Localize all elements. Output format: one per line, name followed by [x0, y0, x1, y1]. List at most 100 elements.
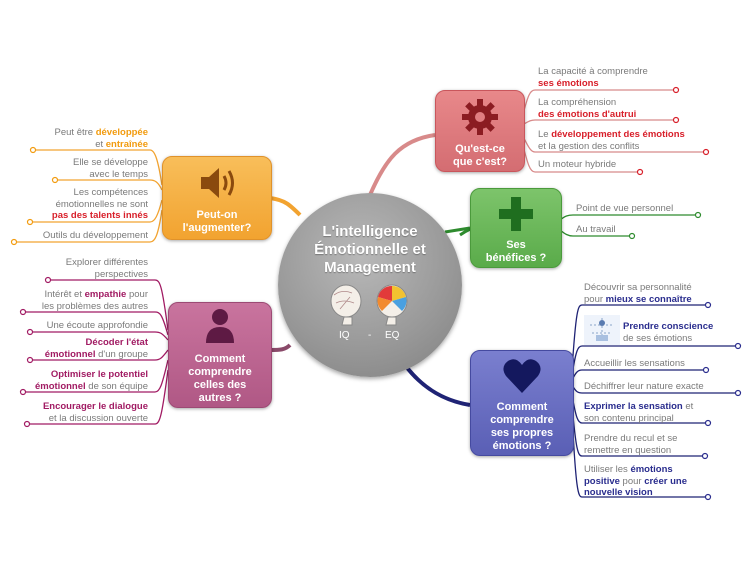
- leaf-peut-etre-developpee[interactable]: Peut être développée et entraînée: [55, 127, 148, 150]
- leaf-accueillir-sensations[interactable]: Accueillir les sensations: [584, 358, 685, 370]
- leaf-text-highlight: émotionnel: [44, 348, 96, 360]
- leaf-text-highlight: développée: [95, 127, 148, 138]
- leaf-outils-du-developpement[interactable]: Outils du développement: [43, 230, 148, 242]
- node-quest-label: Qu'est-ce que c'est?: [436, 143, 524, 169]
- leaf-text-highlight: ses émotions: [538, 77, 599, 89]
- leaf-text: pour: [619, 475, 645, 487]
- leaf-text: Au travail: [576, 224, 616, 235]
- leaf-text: son contenu principal: [584, 412, 674, 424]
- leaf-text-highlight: des émotions d'autrui: [538, 108, 637, 120]
- leaf-text-highlight: Exprimer la sensation: [584, 401, 683, 412]
- node-augm-label-line-2: l'augmenter?: [182, 222, 252, 234]
- node-quest-ce-que-cest[interactable]: Qu'est-ce que c'est?: [435, 90, 525, 172]
- node-quest-label-line-1: Qu'est-ce: [455, 143, 505, 155]
- node-benef-label-line-1: Ses: [506, 239, 526, 251]
- leaf-ecoute-approfondie[interactable]: Une écoute approfondie: [47, 320, 148, 332]
- node-quest-label-line-2: que c'est?: [453, 156, 507, 168]
- leaf-text: Prendre du recul et se: [584, 433, 678, 444]
- leaf-text: Peut être: [54, 127, 96, 138]
- node-autres-label-line-3: celles des: [193, 379, 247, 391]
- leaf-elle-se-developpe[interactable]: Elle se développe avec le temps: [73, 157, 148, 180]
- node-propres-label-line-2: comprendre: [490, 414, 554, 426]
- leaf-au-travail[interactable]: Au travail: [576, 224, 616, 236]
- leaf-text: de son équipe: [85, 380, 148, 392]
- leaf-text: Les compétences: [73, 187, 148, 198]
- leaf-text-highlight: créer une: [644, 475, 687, 487]
- node-autres-label-line-4: autres ?: [198, 392, 242, 404]
- node-ses-benefices[interactable]: Ses bénéfices ?: [470, 188, 562, 268]
- person-icon: [206, 309, 234, 343]
- leaf-text-highlight: Décoder l'état: [85, 337, 148, 348]
- leaf-moteur-hybride[interactable]: Un moteur hybride: [538, 159, 616, 171]
- leaf-text: d'un groupe: [95, 348, 148, 360]
- leaf-text: Découvrir sa personnalité: [584, 282, 692, 293]
- node-comprendre-celles-des-autres[interactable]: Comment comprendre celles des autres ?: [168, 302, 272, 408]
- leaf-dechiffrer-nature[interactable]: Déchiffrer leur nature exacte: [584, 381, 704, 393]
- sketch-thumbnail-icon: [584, 315, 620, 345]
- leaf-prendre-conscience[interactable]: Prendre conscience de ses émotions: [623, 321, 713, 344]
- leaf-text: et: [95, 138, 106, 150]
- leaf-text-highlight: Prendre conscience: [623, 321, 714, 332]
- central-title-line-2: Émotionnelle et: [314, 241, 426, 258]
- central-topic[interactable]: L'intelligence Émotionnelle et Managemen…: [278, 193, 462, 377]
- leaf-text: Intérêt et: [44, 289, 85, 300]
- leaf-text: émotionnelles ne sont: [55, 198, 148, 210]
- leaf-encourager-dialogue[interactable]: Encourager le dialogue et la discussion …: [43, 401, 148, 424]
- node-propres-label-line-4: émotions ?: [492, 440, 552, 452]
- leaf-text: Outils du développement: [42, 230, 148, 241]
- leaf-decouvrir-personnalite[interactable]: Découvrir sa personnalité pour mieux se …: [584, 282, 692, 305]
- leaf-explorer-perspectives[interactable]: Explorer différentes perspectives: [66, 257, 148, 280]
- iq-label: IQ: [339, 330, 350, 341]
- leaf-text: Utiliser les: [584, 464, 631, 475]
- leaf-text: Elle se développe: [73, 157, 148, 168]
- leaf-exprimer-sensation[interactable]: Exprimer la sensation et son contenu pri…: [584, 401, 693, 424]
- leaf-optimiser-potentiel[interactable]: Optimiser le potentiel émotionnel de son…: [35, 369, 148, 392]
- central-title-line-3: Management: [324, 259, 416, 276]
- node-propres-label: Comment comprendre ses propres émotions …: [471, 401, 573, 453]
- node-propres-label-line-1: Comment: [496, 401, 548, 413]
- leaf-text-highlight: Optimiser le potentiel: [50, 369, 148, 380]
- speaker-icon: [201, 168, 234, 198]
- node-autres-label: Comment comprendre celles des autres ?: [169, 353, 271, 405]
- heart-icon: [503, 359, 541, 393]
- leaf-text: pour: [584, 293, 606, 305]
- leaf-point-de-vue-personnel[interactable]: Point de vue personnel: [576, 203, 673, 215]
- leaf-text: de ses émotions: [623, 332, 693, 344]
- leaf-text-highlight: émotionnel: [34, 380, 86, 392]
- leaf-text: remettre en question: [584, 444, 672, 456]
- leaf-text: pour: [126, 289, 148, 300]
- node-comprendre-ses-propres-emotions[interactable]: Comment comprendre ses propres émotions …: [470, 350, 574, 456]
- node-benef-label: Ses bénéfices ?: [471, 239, 561, 265]
- leaf-capacite-comprendre[interactable]: La capacité à comprendre ses émotions: [538, 66, 648, 89]
- leaf-text: Accueillir les sensations: [584, 358, 685, 369]
- node-autres-label-line-2: comprendre: [188, 366, 252, 378]
- central-title-line-1: L'intelligence: [322, 223, 418, 240]
- iq-eq-heads-icon: IQ - EQ: [330, 284, 408, 341]
- leaf-text-highlight: mieux se connaître: [605, 293, 692, 305]
- leaf-developpement-emotions[interactable]: Le développement des émotions et la gest…: [538, 129, 685, 152]
- node-propres-label-line-3: ses propres: [490, 427, 554, 439]
- leaf-text: et la discussion ouverte: [48, 412, 148, 424]
- leaf-text: avec le temps: [89, 168, 148, 180]
- leaf-text-highlight: empathie: [84, 289, 127, 300]
- leaf-text-highlight: émotions: [630, 464, 673, 475]
- leaf-utiliser-emotions-positive[interactable]: Utiliser les émotions positive pour crée…: [584, 464, 687, 499]
- node-peut-on-laugmenter[interactable]: Peut-on l'augmenter?: [162, 156, 272, 240]
- leaf-text-highlight: nouvelle vision: [584, 487, 653, 498]
- leaf-decoder-etat-emotionnel[interactable]: Décoder l'état émotionnel d'un groupe: [45, 337, 148, 360]
- separator-label: -: [368, 330, 371, 341]
- node-augm-label: Peut-on l'augmenter?: [163, 209, 271, 235]
- leaf-text: Un moteur hybride: [538, 159, 617, 170]
- leaf-interet-empathie[interactable]: Intérêt et empathie pour les problèmes d…: [42, 289, 148, 312]
- leaf-text: les problèmes des autres: [41, 300, 148, 312]
- plus-icon: [499, 197, 533, 231]
- leaf-competences-emotionnelles[interactable]: Les compétences émotionnelles ne sont pa…: [52, 187, 148, 222]
- node-benef-label-line-2: bénéfices ?: [485, 252, 547, 264]
- leaf-comprehension-autrui[interactable]: La compréhension des émotions d'autrui: [538, 97, 636, 120]
- gear-icon: [462, 99, 498, 135]
- leaf-text: perspectives: [94, 268, 148, 280]
- leaf-text: Le: [538, 129, 552, 140]
- leaf-text-highlight: entraînée: [105, 138, 148, 150]
- leaf-text-highlight: pas des talents innés: [51, 210, 148, 221]
- leaf-prendre-du-recul[interactable]: Prendre du recul et se remettre en quest…: [584, 433, 677, 456]
